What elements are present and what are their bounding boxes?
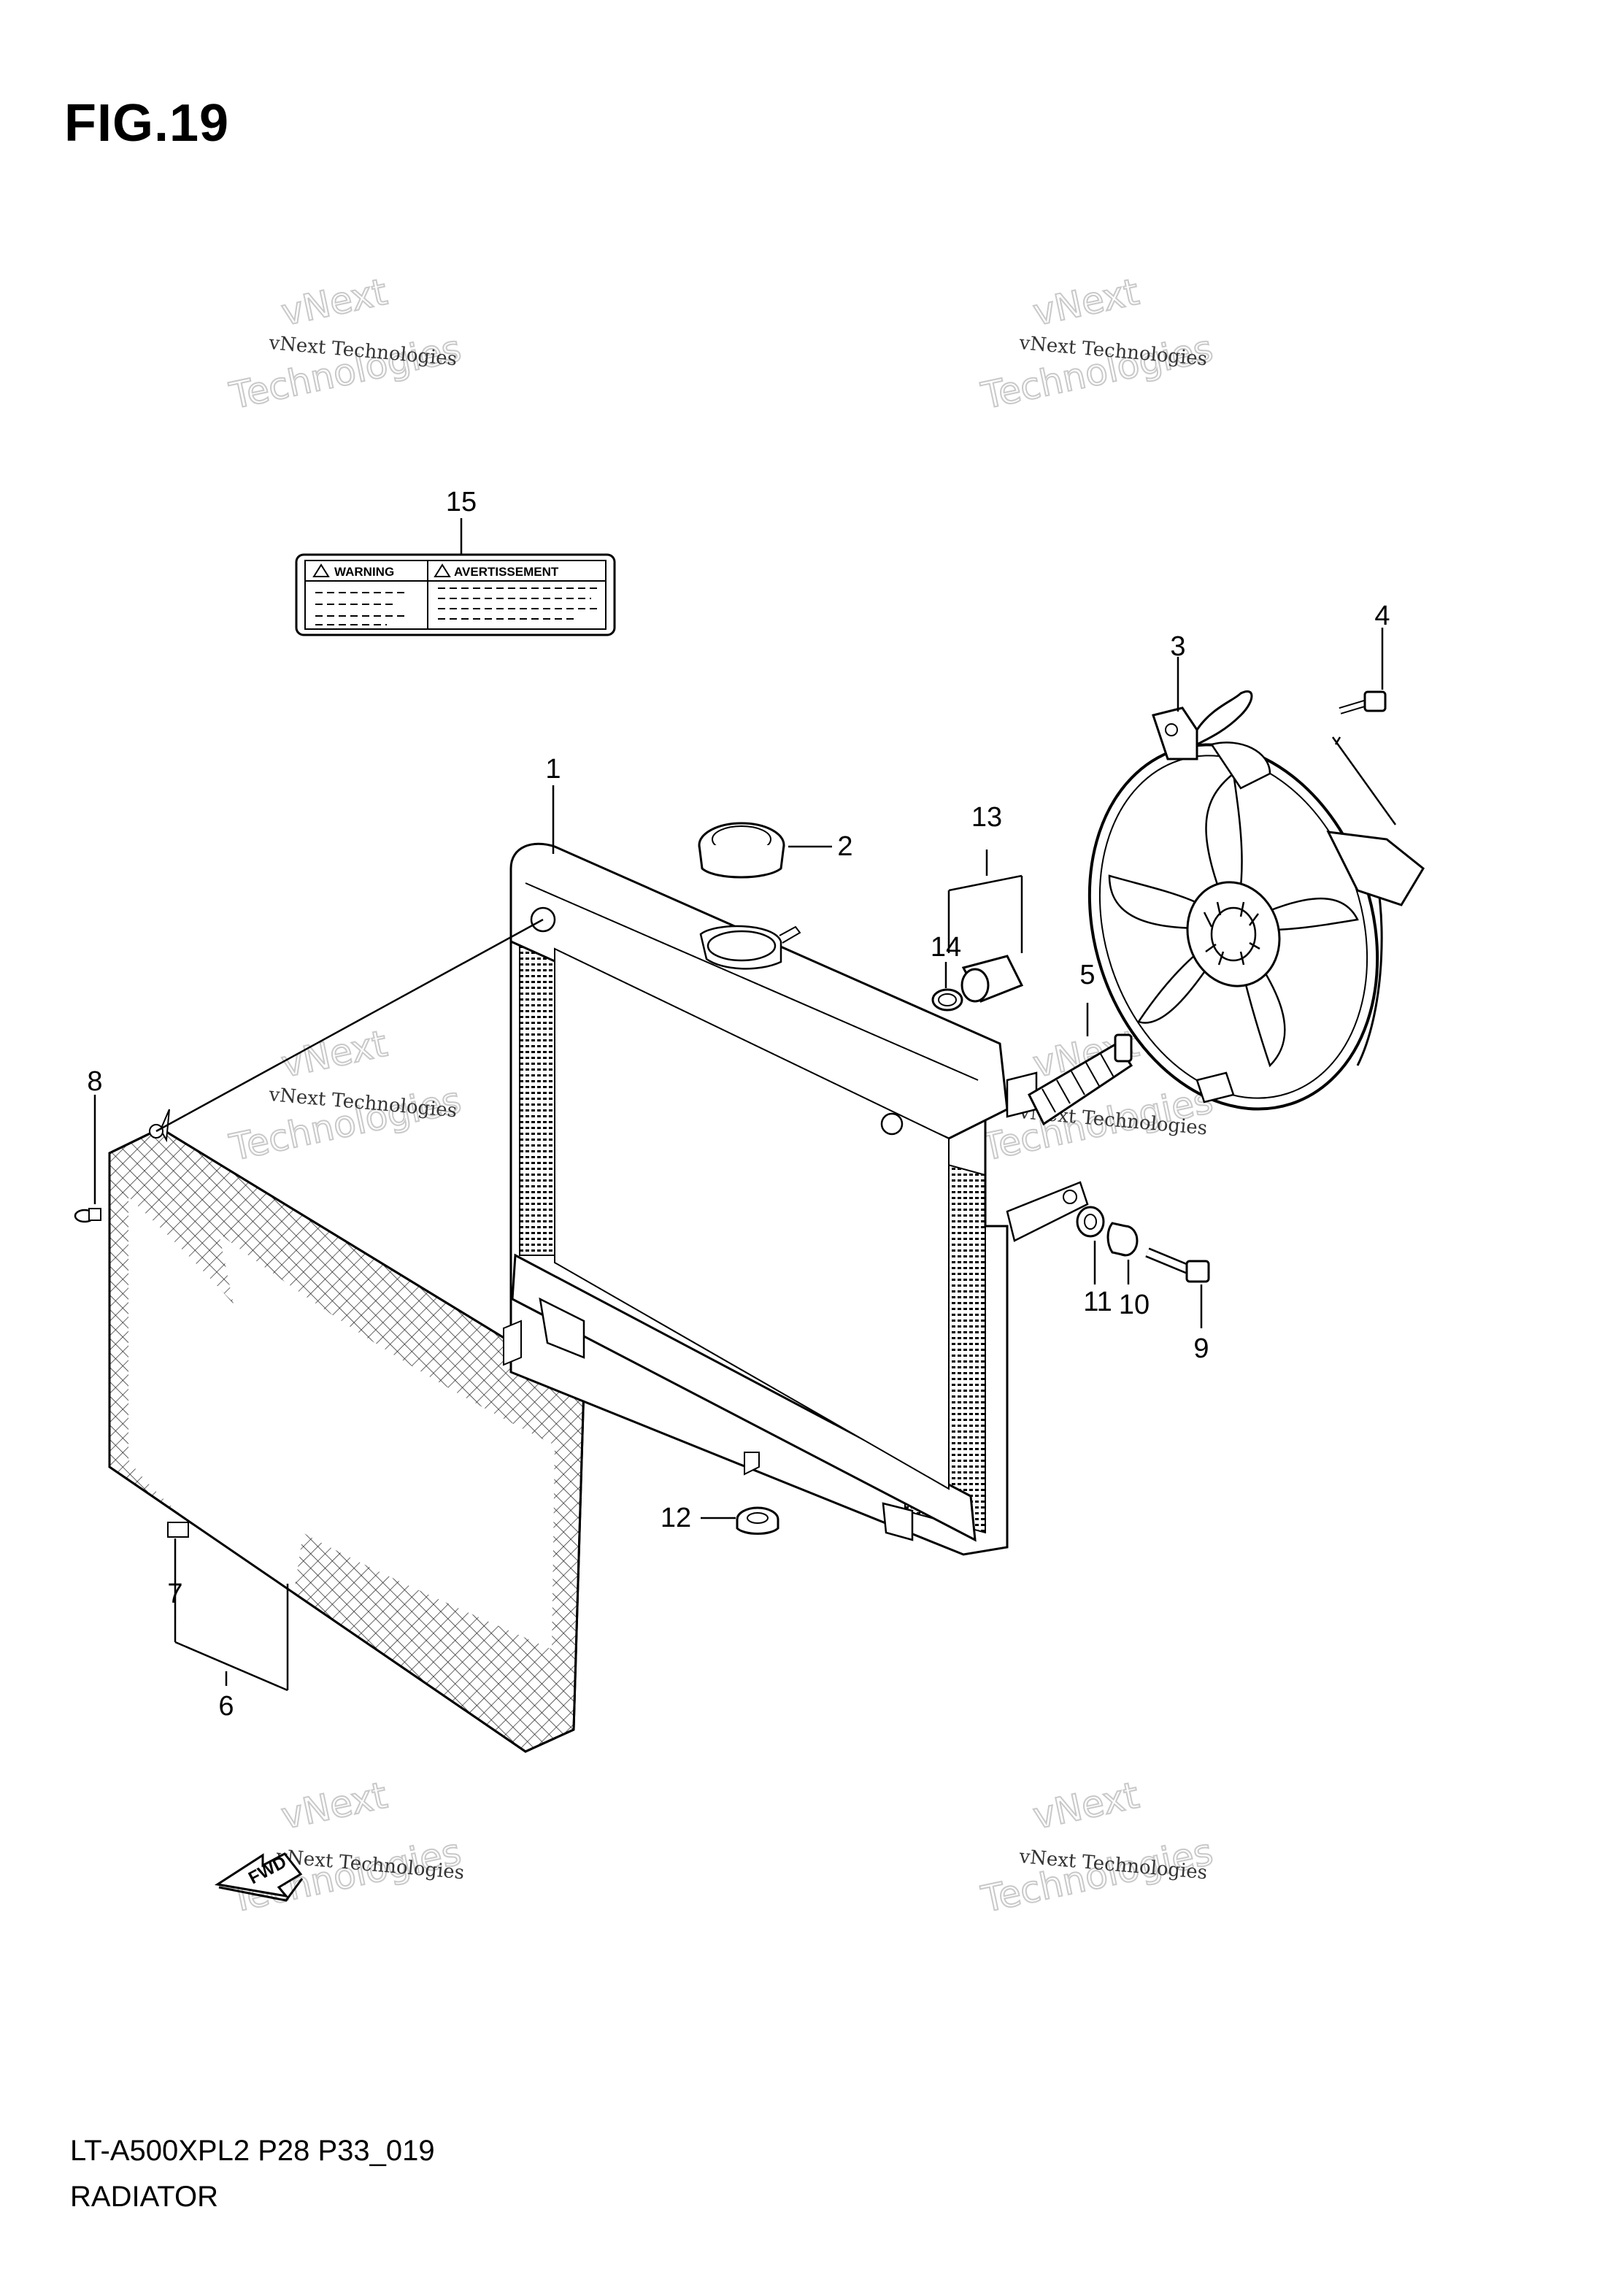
radiator-screen [108,1109,585,1753]
cooling-fan [1087,690,1425,1111]
svg-text:vNext: vNext [277,271,390,334]
watermark-mid-left: vNext Technologies vNext Technologies [225,1022,465,1170]
fan-mount [1326,831,1425,906]
callout-11: 11 [1083,1287,1112,1317]
o-ring [931,988,963,1012]
svg-text:vNext: vNext [1029,271,1142,334]
collar [1106,1222,1139,1257]
mount-bolt [1145,1247,1210,1283]
fan-sleeve [1028,1033,1133,1126]
model-code: LT-A500XPL2 P28 P33_019 [70,2135,435,2167]
callout-10: 10 [1119,1290,1150,1320]
leader-lines [93,518,1397,1692]
callout-12: 12 [661,1503,691,1533]
warning-triangle-icon [434,563,451,577]
callout-3: 3 [1170,631,1185,662]
callout-4: 4 [1374,601,1390,631]
watermark-top-left: vNext Technologies vNext Technologies [225,270,465,418]
cushion [1076,1206,1105,1238]
fan-bolt [1339,690,1387,714]
radiator-cap [698,822,785,879]
label-warning-text: WARNING [334,565,394,579]
grommet [736,1506,779,1535]
callout-6: 6 [218,1691,234,1722]
radiator-core [503,842,1089,1556]
watermark-bottom-left: vNext Technologies vNext Technologies [225,1773,465,1922]
callout-5: 5 [1079,960,1095,990]
watermark-bottom-right: vNext Technologies vNext Technologies [977,1773,1217,1922]
figure-title: FIG.19 [64,94,230,153]
svg-text:vNext: vNext [1029,1774,1142,1838]
svg-text:vNext: vNext [277,1774,390,1838]
callout-9: 9 [1193,1333,1209,1364]
svg-text:vNext: vNext [277,1022,390,1086]
callout-13: 13 [971,802,1002,833]
label-avertissement-text: AVERTISSEMENT [454,565,559,579]
screw-part-8 [74,1208,101,1223]
callout-7: 7 [167,1579,182,1609]
screen-clip [167,1522,189,1538]
callout-8: 8 [87,1066,102,1097]
warning-triangle-icon [312,563,330,577]
callout-2: 2 [837,831,852,862]
part-group-name: RADIATOR [70,2181,218,2213]
callout-1: 1 [545,754,561,785]
callout-14: 14 [931,932,961,963]
callout-numbers: 1 2 3 4 5 6 7 8 9 10 11 12 13 14 15 [87,487,1390,1722]
callout-15: 15 [446,487,477,517]
thermo-switch [960,955,1024,1003]
fan-wire [1195,690,1253,747]
watermark-top-right: vNext Technologies vNext Technologies [977,270,1217,418]
warning-label: WARNING AVERTISSEMENT [295,553,616,636]
